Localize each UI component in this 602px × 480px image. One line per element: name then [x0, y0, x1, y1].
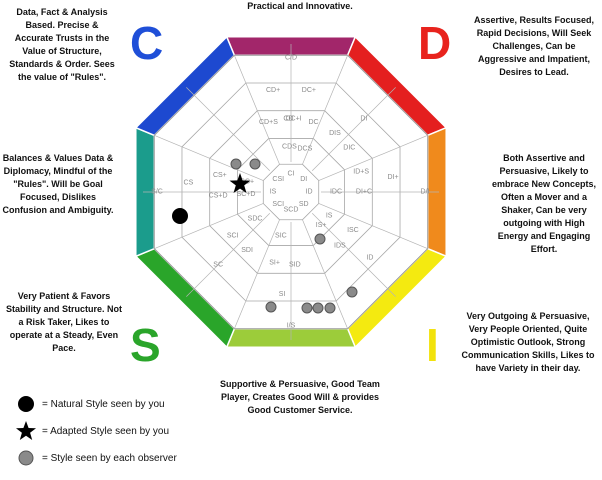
cell-label: SI+	[269, 260, 280, 267]
cell-label: IS	[270, 189, 277, 196]
cell-label: SDC	[248, 216, 263, 223]
description-di: Both Assertive and Persuasive, Likely to…	[491, 153, 597, 254]
cell-label: CDS	[282, 144, 297, 151]
band-label: SUPPORTIVE & PERSUASIVE	[234, 346, 348, 355]
cell-label: DIS	[329, 130, 341, 137]
description-sc: Balances & Values Data & Diplomacy, Mind…	[2, 153, 114, 215]
cell-label: SC+D	[237, 191, 256, 198]
observer-dot-icon	[16, 448, 36, 468]
cell-label: CD	[283, 116, 293, 123]
cell-label: CSI	[272, 176, 284, 183]
cell-label: DC+I	[285, 116, 301, 123]
cell-label: IS	[326, 212, 333, 219]
description-is: Supportive & Persuasive, Good Team Playe…	[220, 379, 380, 415]
cell-label: ID+S	[353, 168, 369, 175]
observer-dot	[230, 158, 242, 170]
legend-observer: = Style seen by each observer	[16, 448, 177, 468]
letter-i: I	[426, 319, 439, 371]
legend-adapted-label: = Adapted Style seen by you	[42, 425, 170, 437]
observer-dot	[346, 286, 358, 298]
observer-dot	[314, 233, 326, 245]
description-i: Very Outgoing & Persuasive, Very People …	[461, 311, 595, 373]
adapted-style-star	[229, 173, 251, 193]
cell-label: CI	[288, 171, 295, 178]
cell-label: SDI	[241, 247, 253, 254]
band-label: ANALYTICAL & ASSERTIVE	[238, 30, 344, 39]
cell-label: DC+	[302, 87, 316, 94]
observer-dot	[301, 302, 313, 314]
cell-label: IDS	[334, 243, 346, 250]
cell-label: SD	[299, 201, 309, 208]
cell-label: DC	[308, 119, 318, 126]
cell-label: IS+	[316, 222, 327, 229]
cell-label: DCS	[298, 146, 313, 153]
cell-label: DI+C	[356, 189, 372, 196]
cell-label: CD+	[266, 87, 280, 94]
cell-label: SCD	[284, 207, 299, 214]
band-label: SUPPORTIVE & ANALYTICAL	[129, 136, 138, 248]
cell-label: DI	[300, 176, 307, 183]
cell-label: DIC	[343, 145, 355, 152]
cell-label: DI+	[387, 174, 398, 181]
adapted-star-icon	[16, 421, 36, 441]
legend-observer-label: = Style seen by each observer	[42, 452, 177, 464]
legend-natural: = Natural Style seen by you	[16, 394, 165, 414]
description-top-center: Practical and Innovative.	[247, 1, 353, 11]
cell-label: DI	[360, 116, 367, 123]
description-c: Data, Fact & Analysis Based. Precise & A…	[9, 7, 115, 82]
description-d: Assertive, Results Focused, Rapid Decisi…	[473, 15, 595, 77]
letter-s: S	[130, 319, 161, 371]
cell-label: ID	[366, 255, 373, 262]
letter-c: C	[130, 17, 164, 69]
observer-dot	[312, 302, 324, 314]
cell-label: SC	[213, 261, 223, 268]
observer-dot	[324, 302, 336, 314]
cell-label: SI	[279, 291, 286, 298]
cell-label: I/S	[287, 323, 296, 330]
legend-natural-label: = Natural Style seen by you	[42, 398, 165, 410]
cell-label: ISC	[347, 227, 359, 234]
cell-label: SIC	[275, 232, 287, 239]
cell-label: SID	[289, 261, 301, 268]
observer-dot	[249, 158, 261, 170]
cell-label: SCI	[272, 201, 284, 208]
cell-label: S/C	[151, 189, 163, 196]
cell-label: CS	[184, 180, 194, 187]
natural-style-dot	[172, 208, 188, 224]
cell-label: CD+S	[259, 119, 278, 126]
cell-label: D/I	[421, 189, 430, 196]
natural-dot-icon	[16, 394, 36, 414]
description-s: Very Patient & Favors Stability and Stru…	[5, 291, 122, 353]
cell-label: SCI	[227, 232, 239, 239]
cell-label: ID	[306, 189, 313, 196]
observer-dot	[265, 301, 277, 313]
letter-d: D	[418, 17, 452, 69]
legend-adapted: = Adapted Style seen by you	[16, 421, 169, 441]
cell-label: CS+	[213, 172, 227, 179]
cell-label: IDC	[330, 189, 342, 196]
cell-label: C/D	[285, 55, 297, 62]
cell-label: CS+D	[209, 192, 228, 199]
band-label: ASSERTIVE & PERSUASIVE	[445, 138, 454, 246]
